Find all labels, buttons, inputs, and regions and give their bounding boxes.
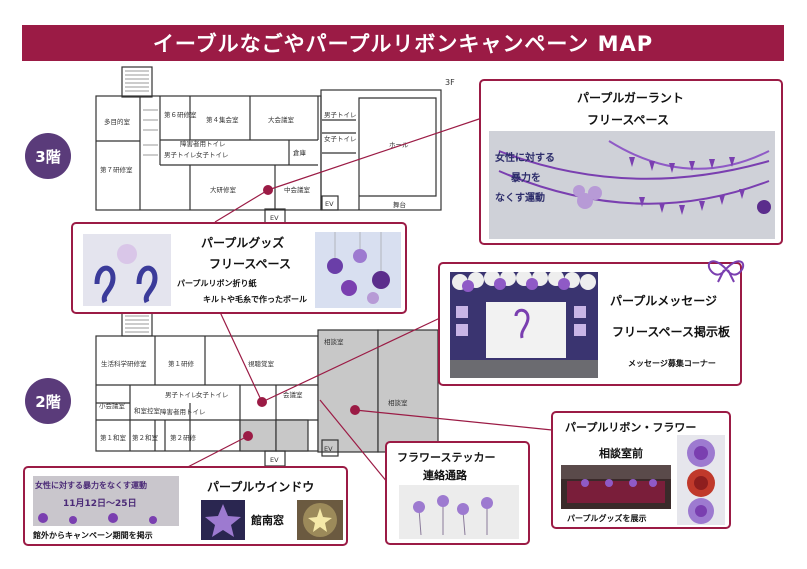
card-window-title: パープルウインドウ	[207, 480, 315, 494]
room-2f-av: 視聴覚室	[248, 359, 275, 368]
floor-2-badge: 2階	[25, 378, 71, 424]
room-3f-4: 第４集会室	[206, 115, 239, 124]
consult-room-2f	[317, 329, 379, 453]
card-garland-sub: フリースペース	[587, 113, 669, 127]
room-2f-small-conf: 小会議室	[99, 401, 126, 410]
room-2f-waiting: 和室控室	[134, 406, 161, 415]
room-2f-washitsu-1: 第１和室	[100, 433, 127, 442]
photo-window: 女性に対する暴力をなくす運動 11月12日〜25日	[33, 476, 179, 526]
room-2f-accessible: 障害者用トイレ	[160, 407, 206, 416]
photo-sticker	[399, 485, 519, 539]
card-message-title: パープルメッセージ	[610, 294, 718, 308]
window-photo-text1: 女性に対する暴力をなくす運動	[35, 481, 147, 490]
marker-message	[257, 397, 267, 407]
card-sticker: フラワーステッカー 連絡通路	[385, 441, 530, 545]
photo-window-star	[201, 500, 245, 540]
garland-illustration	[498, 140, 771, 215]
photo-flower-display	[561, 465, 671, 509]
photo-message-board	[450, 272, 598, 378]
card-goods: パープルグッズ フリースペース パープルリボン折り紙 キルトや毛糸で作ったボール	[71, 222, 407, 314]
window-sill-illustration	[38, 513, 157, 524]
ribbon-icon	[94, 244, 158, 304]
hall-block-3f	[320, 89, 442, 211]
marker-garland-goods	[263, 185, 273, 195]
card-window-note: 館外からキャンペーン期間を掲示	[33, 531, 153, 540]
card-flower-note: パープルグッズを展示	[567, 514, 647, 523]
marker-flower	[350, 405, 360, 415]
room-2f-consult-small: 相談室	[324, 337, 344, 346]
room-3f-hall: ホール	[389, 141, 409, 149]
room-3f-7: 第７研修室	[100, 165, 133, 174]
card-window-sub: 館南窓	[251, 514, 284, 527]
floor-3-badge: 3階	[25, 133, 71, 179]
room-3f-6: 第６研修室	[164, 110, 197, 119]
room-3f-mid-conf: 中会議室	[284, 185, 311, 194]
room-3f-large-conf: 大会議室	[268, 115, 295, 124]
flower-stickers-illustration	[413, 495, 493, 536]
card-message-note: メッセージ募集コーナー	[628, 359, 716, 368]
rose-flowers-illustration	[687, 439, 715, 524]
location-markers	[243, 185, 360, 441]
photo-flower-roses	[677, 435, 725, 525]
marker-window	[243, 431, 253, 441]
room-3f-mens-b: 男子トイレ	[324, 111, 357, 119]
message-board-illustration	[450, 272, 598, 378]
card-message: パープルメッセージ フリースペース掲示板 メッセージ募集コーナー	[438, 260, 745, 386]
room-3f-womens-b: 女子トイレ	[324, 134, 357, 143]
room-3f-stage: 舞台	[393, 200, 406, 209]
page-title-banner: イーブルなごやパープルリボンキャンペーン MAP	[22, 25, 784, 61]
card-goods-title: パープルグッズ	[201, 236, 285, 250]
room-3f-accessible: 障害者用トイレ	[180, 139, 226, 148]
card-garland-title: パープルガーラント	[577, 91, 684, 105]
room-2f-washitsu-2: 第２和室	[132, 433, 159, 442]
room-3f-mens: 男子トイレ	[164, 151, 197, 159]
card-flower: パープルリボン・フラワー 相談室前 パープルグッズを展示	[551, 411, 731, 529]
card-flower-sub: 相談室前	[599, 447, 643, 460]
elevator-2f-a: EV	[270, 456, 279, 464]
elevator-3f-b: EV	[325, 200, 334, 208]
card-window: 女性に対する暴力をなくす運動 11月12日〜25日 館外からキャンペーン期間を掲…	[23, 466, 348, 546]
card-flower-title: パープルリボン・フラワー	[565, 421, 697, 434]
room-3f-storage: 倉庫	[293, 148, 307, 157]
card-garland: パープルガーラント フリースペース 女性に対する 暴力を なくす運動	[479, 79, 783, 245]
elevator-2f-b: EV	[324, 445, 333, 453]
card-sticker-sub: 連絡通路	[423, 469, 467, 482]
room-2f-womens: 女子トイレ	[196, 390, 229, 399]
room-2f-meeting: 会議室	[283, 390, 303, 399]
room-2f-consultation: 相談室	[388, 398, 408, 407]
stairs-3f	[121, 66, 153, 98]
card-sticker-title: フラワーステッカー	[397, 451, 496, 464]
elevator-3f-a: EV	[270, 214, 279, 222]
window-photo-text2: 11月12日〜25日	[63, 499, 137, 509]
room-2f-training-1: 第１研修	[168, 359, 195, 368]
photo-window-lantern	[297, 500, 343, 540]
card-goods-note2: キルトや毛糸で作ったボール	[203, 295, 307, 304]
room-3f-womens: 女子トイレ	[196, 150, 229, 159]
card-goods-note1: パープルリボン折り紙	[177, 279, 257, 288]
garland-photo-text: 女性に対する 暴力を なくす運動	[495, 153, 555, 204]
callout-lines	[177, 117, 553, 489]
photo-goods-balls	[315, 232, 401, 308]
star-ornament-icon	[205, 504, 241, 537]
ribbon-bow-icon	[707, 260, 745, 283]
room-2f-mens: 男子トイレ	[165, 391, 198, 399]
card-goods-sub: フリースペース	[209, 257, 291, 271]
page-title: イーブルなごやパープルリボンキャンペーン MAP	[152, 32, 654, 56]
lantern-star-icon	[303, 503, 337, 537]
room-3f-multipurpose: 多目的室	[104, 117, 131, 126]
photo-goods-ribbon	[83, 234, 171, 306]
yarn-balls-illustration	[327, 232, 390, 304]
room-3f-large-training: 大研修室	[210, 185, 237, 194]
room-2f-training-2: 第２研修	[170, 433, 197, 442]
card-message-sub: フリースペース掲示板	[612, 325, 730, 339]
floor-3-code: 3F	[445, 78, 455, 87]
room-2f-life-science: 生活科学研修室	[101, 359, 147, 368]
photo-garland: 女性に対する 暴力を なくす運動	[489, 131, 775, 239]
display-table-illustration	[561, 465, 671, 503]
